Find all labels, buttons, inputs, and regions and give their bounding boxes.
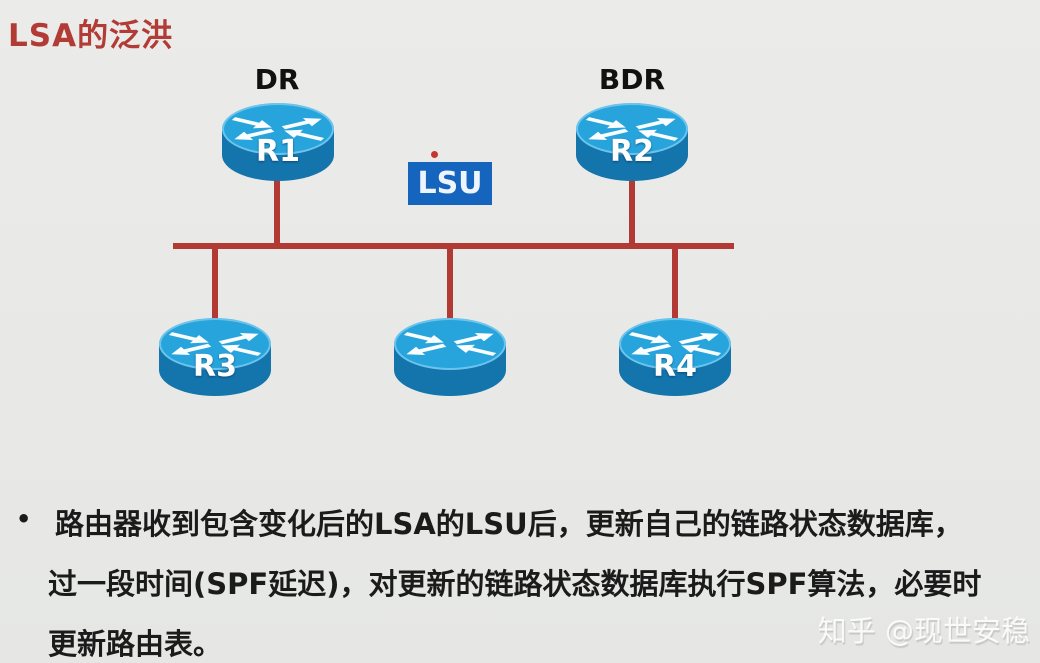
router-r1: R1	[222, 103, 334, 181]
router-label: R1	[256, 134, 300, 169]
router-middle	[394, 318, 506, 396]
link-bus-to-middle-router	[447, 249, 453, 321]
router-r3: R3	[159, 318, 271, 396]
ethernet-bus-link	[173, 243, 734, 249]
router-top-face	[159, 318, 271, 370]
router-label: R4	[653, 349, 697, 384]
page-title: LSA的泛洪	[8, 18, 174, 54]
router-top-face	[619, 318, 731, 370]
router-r2: R2	[576, 103, 688, 181]
link-r2-to-bus	[629, 178, 635, 245]
router-top-face	[222, 103, 334, 155]
router-arrows-icon	[400, 329, 500, 359]
note-line-3: 更新路由表。	[48, 627, 223, 661]
router-r4: R4	[619, 318, 731, 396]
link-r1-to-bus	[274, 178, 280, 245]
link-bus-to-r3	[212, 249, 218, 321]
dr-label: DR	[254, 63, 300, 96]
bullet-marker: •	[16, 505, 32, 533]
router-top-face	[576, 103, 688, 155]
router-label: R2	[610, 134, 654, 169]
link-bus-to-r4	[672, 249, 678, 321]
lsu-packet-box: LSU	[408, 162, 492, 205]
note-line-2: 过一段时间(SPF延迟)，对更新的链路状态数据库执行SPF算法，必要时	[48, 567, 982, 601]
router-top-face	[394, 318, 506, 370]
lsu-red-dot	[431, 151, 438, 158]
bdr-label: BDR	[598, 63, 666, 96]
zhihu-watermark: 知乎 @现世安稳	[817, 614, 1030, 648]
note-line-1: 路由器收到包含变化后的LSA的LSU后，更新自己的链路状态数据库，	[55, 507, 963, 541]
router-label: R3	[193, 349, 237, 384]
